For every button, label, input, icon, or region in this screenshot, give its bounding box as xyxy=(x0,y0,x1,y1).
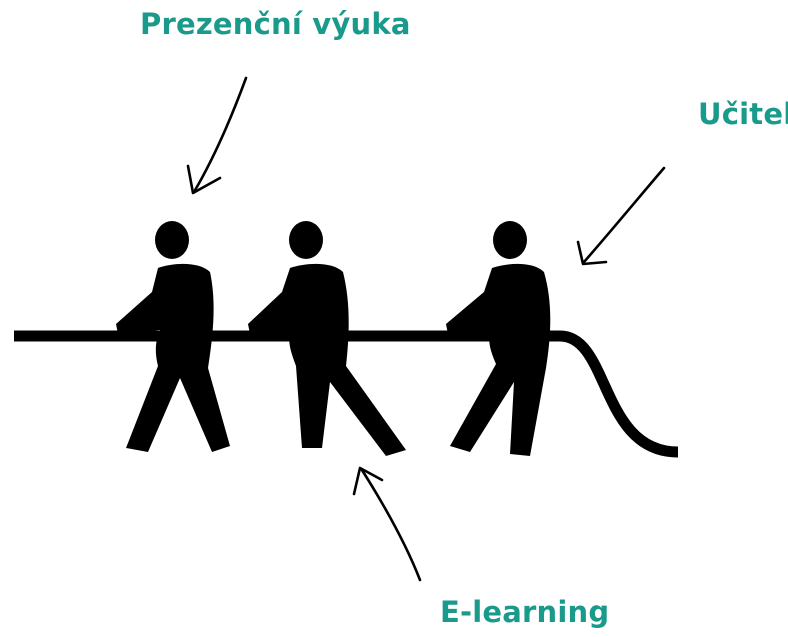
arrow-icon xyxy=(186,76,248,195)
person-pulling-icon xyxy=(116,221,230,452)
arrow-icon xyxy=(576,166,666,266)
arrow-icon xyxy=(352,466,422,582)
person-pulling-icon xyxy=(446,221,551,456)
label-ucitel: Učitel xyxy=(698,97,788,131)
label-prezencni-vyuka: Prezenční výuka xyxy=(140,7,411,41)
rope-icon xyxy=(14,330,679,458)
label-e-learning: E-learning xyxy=(440,595,610,629)
person-pulling-icon xyxy=(248,221,406,456)
